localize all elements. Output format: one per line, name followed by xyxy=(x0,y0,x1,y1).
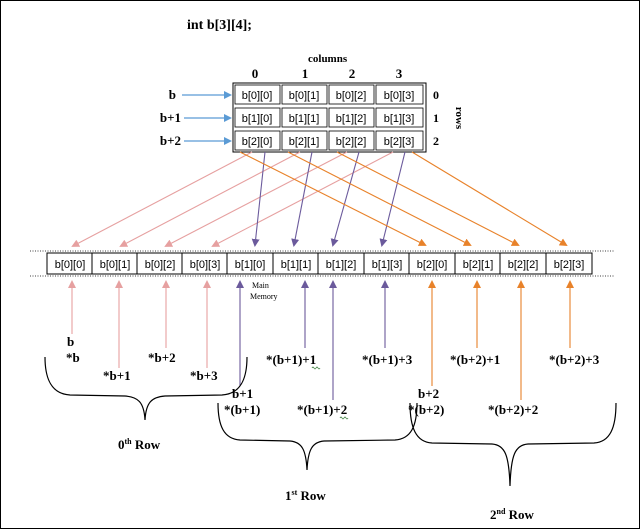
row-label-2: 2nd Row xyxy=(490,507,535,522)
memory-cell: b[2][1] xyxy=(463,259,494,271)
map-arrow-2-1 xyxy=(287,151,472,246)
expr-row1-pointer: b+1 xyxy=(232,386,253,401)
memory-cell: b[0][2] xyxy=(145,259,176,271)
row-index-2: 2 xyxy=(433,134,439,148)
expr-row1-1: *(b+1)+1 xyxy=(266,352,316,367)
row-pointer-1: b+1 xyxy=(160,110,181,125)
grid-cell: b[1][1] xyxy=(289,113,320,125)
expr-row1-3: *(b+1)+3 xyxy=(362,352,413,367)
row-label-1: 1st Row xyxy=(285,488,326,503)
expr-row1-2: *(b+1)+2 xyxy=(297,402,347,417)
map-arrow-0-2 xyxy=(164,151,348,247)
col-index-2: 2 xyxy=(349,66,356,81)
memory-cell: b[0][1] xyxy=(100,259,131,271)
expression-labels: b *b *b+1 *b+2 *b+3 b+1 *(b+1) *(b+1)+1 … xyxy=(66,334,600,417)
map-arrow-2-3 xyxy=(411,151,568,247)
grid-cell: b[0][0] xyxy=(242,90,273,102)
declaration-text: int b[3][4]; xyxy=(187,18,252,33)
row-index-1: 1 xyxy=(433,111,439,125)
grid-cell: b[2][3] xyxy=(384,136,415,148)
col-index-1: 1 xyxy=(302,66,309,81)
array-grid: b[0][0] b[0][1] b[0][2] b[0][3] b[1][0] … xyxy=(232,82,427,153)
map-arrow-1-2 xyxy=(330,151,360,247)
grid-cell: b[1][3] xyxy=(384,113,415,125)
main-memory-label-line2: Memory xyxy=(250,292,278,301)
grid-cell: b[2][1] xyxy=(289,136,320,148)
row-pointer-0: b xyxy=(169,87,176,102)
rows-label: rows xyxy=(453,107,465,130)
grid-cell: b[2][2] xyxy=(336,136,367,148)
row-index-0: 0 xyxy=(433,88,439,102)
map-arrow-2-0 xyxy=(239,151,427,246)
spellcheck-squiggle xyxy=(311,366,321,370)
expression-arrows xyxy=(68,280,574,400)
expr-row2-1: *(b+2)+1 xyxy=(450,352,500,367)
memory-cell: b[2][3] xyxy=(554,259,585,271)
col-index-3: 3 xyxy=(396,66,403,81)
expr-row2-pointer: b+2 xyxy=(418,386,439,401)
map-arrow-1-3 xyxy=(379,151,406,247)
row2-brace xyxy=(409,402,617,487)
row-label-0: 0th Row xyxy=(118,437,161,452)
memory-cell: b[1][0] xyxy=(235,259,266,271)
expr-b-plus-3: *b+3 xyxy=(190,368,218,383)
grid-cell: b[1][0] xyxy=(242,113,273,125)
spellcheck-squiggle xyxy=(339,416,349,420)
main-memory-label-line1: Main xyxy=(252,281,269,290)
expr-row2-3: *(b+2)+3 xyxy=(549,352,600,367)
grid-cell: b[0][3] xyxy=(384,90,415,102)
memory-cell: b[0][0] xyxy=(55,259,86,271)
grid-cell: b[0][2] xyxy=(336,90,367,102)
columns-label: columns xyxy=(308,53,348,65)
memory-cell: b[2][0] xyxy=(417,259,448,271)
memory-cell: b[1][2] xyxy=(326,259,357,271)
grid-cell: b[1][2] xyxy=(336,113,367,125)
expr-b-plus-1: *b+1 xyxy=(103,368,131,383)
map-arrow-0-1 xyxy=(119,151,301,247)
map-arrow-2-2 xyxy=(336,151,520,246)
row-pointer-2: b+2 xyxy=(160,133,181,148)
expr-row2-0: *(b+2) xyxy=(408,402,444,417)
memory-cell: b[1][3] xyxy=(372,259,403,271)
expr-star-b: *b xyxy=(66,350,80,365)
row1-brace xyxy=(217,402,418,471)
memory-cell: b[0][3] xyxy=(190,259,221,271)
map-arrow-1-0 xyxy=(251,151,266,247)
expr-b: b xyxy=(67,334,74,349)
memory-cell: b[1][1] xyxy=(281,259,312,271)
main-memory-strip: b[0][0] b[0][1] b[0][2] b[0][3] b[1][0] … xyxy=(30,250,614,277)
map-arrow-0-0 xyxy=(71,151,253,247)
row0-brace xyxy=(44,356,248,421)
expr-row2-2: *(b+2)+2 xyxy=(488,402,538,417)
expr-row1-0: *(b+1) xyxy=(224,402,260,417)
expr-b-plus-2: *b+2 xyxy=(148,350,176,365)
grid-cell: b[0][1] xyxy=(289,90,320,102)
memory-cell: b[2][2] xyxy=(508,259,539,271)
mapping-arrows xyxy=(71,151,568,247)
col-index-0: 0 xyxy=(252,66,259,81)
map-arrow-1-1 xyxy=(291,151,313,247)
grid-cell: b[2][0] xyxy=(242,136,273,148)
